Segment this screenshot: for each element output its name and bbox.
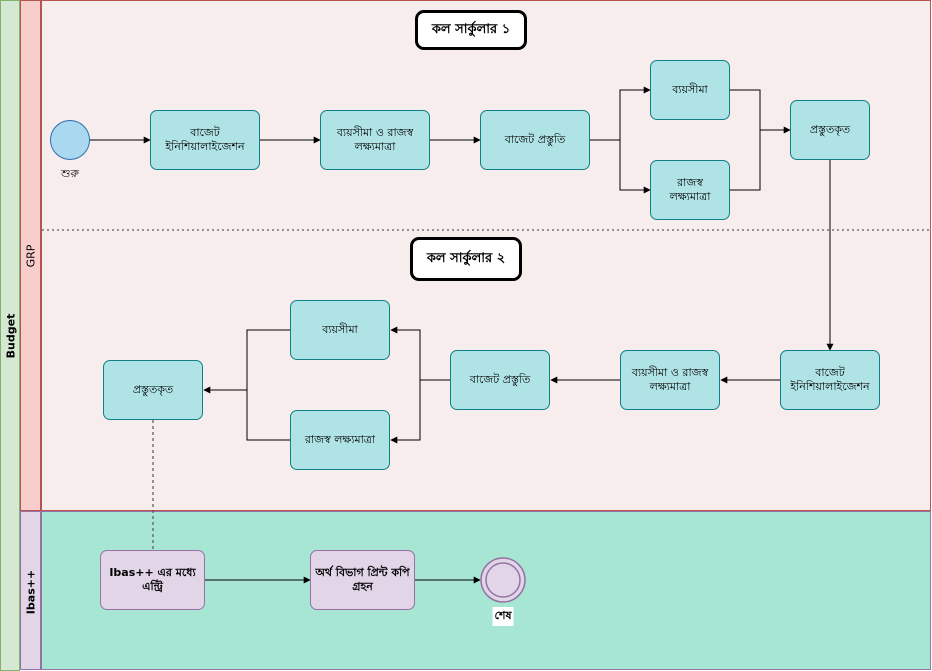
start-event	[50, 120, 90, 160]
task-ceiling-target-1[interactable]: ব্যয়সীমা ও রাজস্ব লক্ষ্যমাত্রা	[320, 110, 430, 170]
arrow-ceiling-to-prepared	[730, 89, 791, 134]
arrow-ceiling2b-to-prepared2	[203, 329, 290, 394]
task-budget-preparation-1[interactable]: বাজেট প্রস্তুতি	[480, 110, 590, 170]
task-ceiling-target-2[interactable]: ব্যয়সীমা ও রাজস্ব লক্ষ্যমাত্রা	[620, 350, 720, 410]
end-label: শেষ	[492, 607, 514, 626]
task-prepared-1[interactable]: প্রস্তুতকৃত	[790, 100, 870, 160]
arrow-revenue2-to-prepared2	[246, 390, 290, 441]
task-expenditure-ceiling-1[interactable]: ব্যয়সীমা	[650, 60, 730, 120]
task-revenue-target-2[interactable]: রাজস্ব লক্ষ্যমাত্রা	[290, 410, 390, 470]
call-circular-1-title: কল সার্কুলার ১	[415, 10, 527, 50]
task-budget-initialization-1[interactable]: বাজেট ইনিশিয়ালাইজেশন	[150, 110, 260, 170]
call-circular-2-title: কল সার্কুলার ২	[410, 237, 522, 281]
lane-label-ibas: Ibas++	[20, 511, 41, 670]
lane-label-grp: GRP	[20, 0, 41, 511]
arrow-prep2-to-revenue2	[390, 380, 421, 444]
arrow-prep2-to-ceiling2b	[390, 326, 450, 381]
arrow-prep-to-revenue	[590, 139, 651, 194]
task-prepared-2[interactable]: প্রস্তুতকৃত	[103, 360, 203, 420]
task-print-copy[interactable]: অর্থ বিভাগ প্রিন্ট কপি গ্রহন	[310, 550, 415, 610]
task-revenue-target-1[interactable]: রাজস্ব লক্ষ্যমাত্রা	[650, 160, 730, 220]
task-ibas-entry[interactable]: Ibas++ এর মধ্যে এন্ট্রি	[100, 550, 205, 610]
arrow-prep-to-ceiling	[590, 86, 651, 141]
task-budget-preparation-2[interactable]: বাজেট প্রস্তুতি	[450, 350, 550, 410]
arrow-revenue-to-prepared	[730, 130, 761, 191]
start-label: শুরু	[61, 167, 79, 180]
task-expenditure-ceiling-2[interactable]: ব্যয়সীমা	[290, 300, 390, 360]
task-budget-initialization-2[interactable]: বাজেট ইনিশিয়ালাইজেশন	[780, 350, 880, 410]
